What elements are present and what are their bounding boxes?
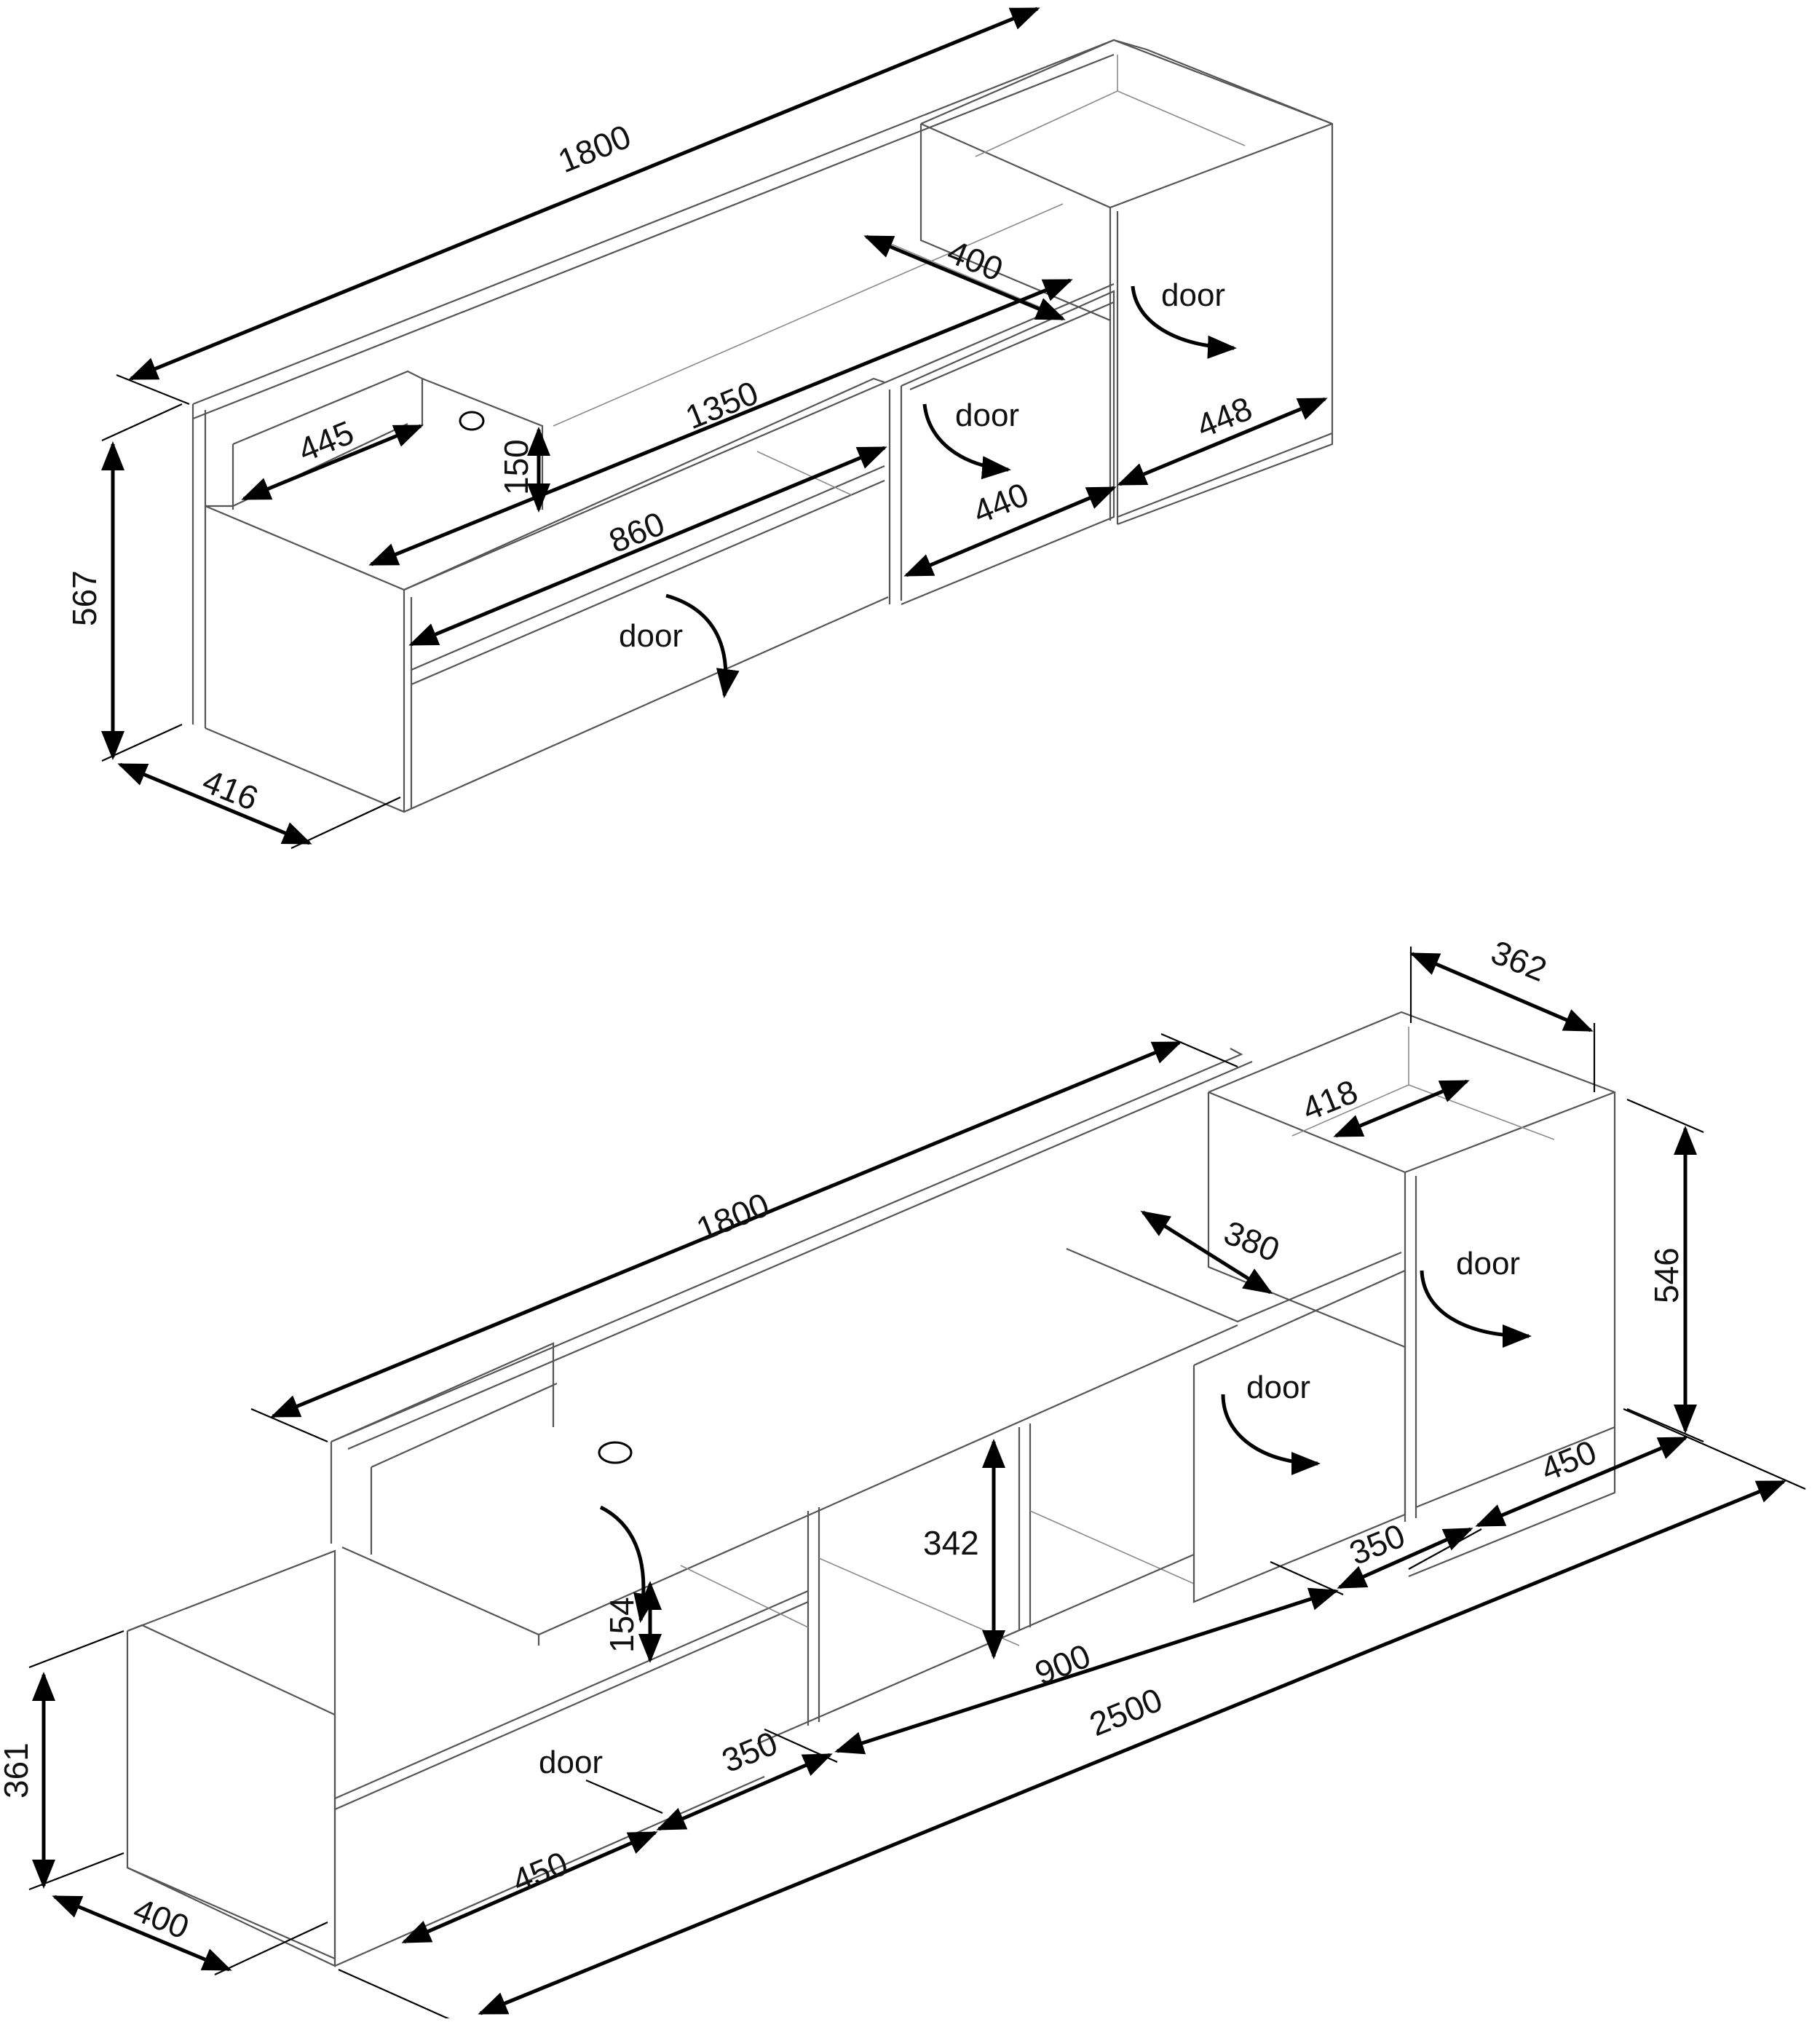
dim-upper-back-panel-width: 445 — [293, 413, 359, 469]
dim-lower-shelf-depth: 380 — [1219, 1213, 1285, 1269]
dim-upper-depth: 416 — [197, 762, 264, 818]
dim-upper-middle-door-width: 440 — [968, 475, 1034, 531]
door-swing-arrow-icon — [1221, 1394, 1321, 1475]
door-swing-arrow-icon — [599, 1505, 657, 1623]
dim-lower-gap-height: 154 — [603, 1597, 641, 1653]
dim-lower-center-span: 900 — [1029, 1636, 1096, 1692]
door-label-lower-left: door — [539, 1745, 603, 1780]
door-swing-arrow-icon — [1420, 1270, 1532, 1348]
dim-lower-right-cabinet-width: 450 — [1535, 1432, 1602, 1488]
upper-dimensions — [101, 7, 1328, 849]
dim-lower-tall-inner: 418 — [1297, 1072, 1363, 1128]
door-label-upper-right: door — [1161, 277, 1225, 313]
dim-upper-tall-cabinet-width: 448 — [1191, 389, 1257, 445]
dim-upper-top-shelf-depth: 400 — [942, 232, 1008, 288]
lower-unit-body — [126, 1011, 1616, 1967]
dim-lower-top-length: 1800 — [691, 1185, 774, 1249]
dim-lower-left-door-width: 350 — [716, 1723, 783, 1780]
dim-upper-top-shelf-length: 1350 — [680, 374, 763, 437]
dim-upper-back-panel-height: 150 — [497, 439, 535, 495]
dim-lower-open-shelf-height: 342 — [923, 1524, 979, 1562]
dim-lower-right-door-width: 350 — [1344, 1516, 1410, 1572]
lower-dimension-labels: 1800 361 400 546 362 418 380 342 154 450… — [0, 933, 1685, 1946]
lower-unit: 1800 361 400 546 362 418 380 342 154 450… — [0, 933, 1806, 2022]
door-swing-arrow-icon — [1131, 285, 1237, 359]
lower-door-indicators: door door door — [539, 1246, 1532, 1780]
upper-dimension-labels: 1800 567 416 445 150 1350 400 860 440 44… — [66, 117, 1257, 818]
dim-upper-height: 567 — [66, 570, 103, 626]
door-label-upper-middle: door — [955, 398, 1019, 433]
dim-lower-left-height: 361 — [0, 1742, 35, 1798]
dim-lower-total-length: 2500 — [1084, 1681, 1167, 1744]
door-swing-arrow-icon — [922, 403, 1011, 480]
door-label-upper-left: door — [619, 618, 683, 654]
door-label-lower-right: door — [1456, 1246, 1520, 1281]
door-label-lower-middle: door — [1246, 1370, 1310, 1405]
dim-lower-tall-top-depth: 362 — [1486, 933, 1552, 989]
dim-upper-total-length: 1800 — [553, 117, 636, 181]
dim-upper-drawer-width: 860 — [604, 504, 670, 560]
upper-door-indicators: door door door — [619, 277, 1237, 698]
lower-dimensions — [28, 947, 1806, 2022]
dim-lower-left-depth: 400 — [128, 1890, 194, 1946]
door-swing-arrow-icon — [665, 593, 740, 698]
upper-unit: 1800 567 416 445 150 1350 400 860 440 44… — [66, 7, 1334, 849]
dim-lower-tall-height: 546 — [1647, 1247, 1685, 1303]
upper-unit-body — [191, 39, 1334, 813]
